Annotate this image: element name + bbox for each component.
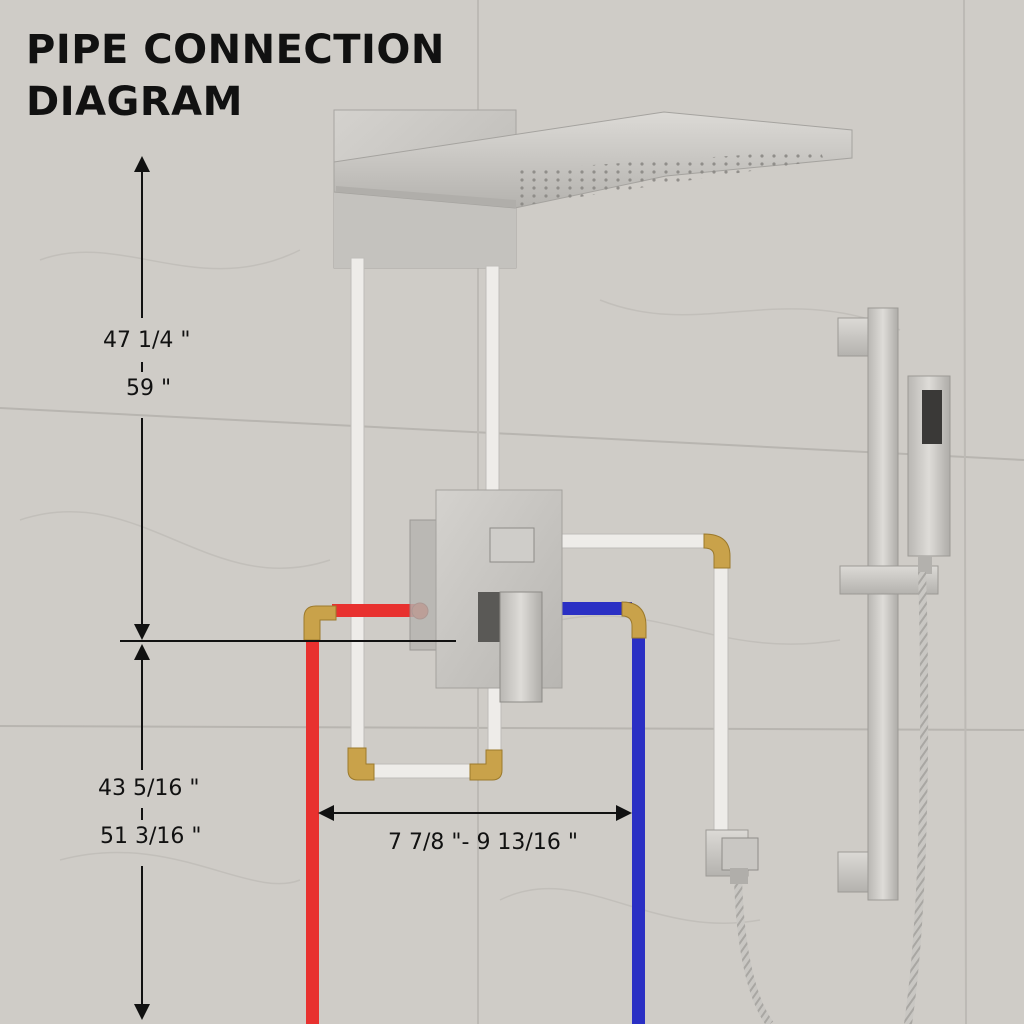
diverter-valve-icon [409,489,563,703]
wall-outlet-icon [705,829,759,884]
lower-height-min-label: 43 5/16 " [98,776,200,801]
handheld-shower-icon [907,375,951,574]
rain-shower-head-icon [333,109,853,269]
upper-height-max-label: 59 " [126,376,172,401]
title-line-2: DIAGRAM [26,79,243,125]
upper-height-min-label: 47 1/4 " [103,328,191,353]
horizontal-spacing-label: 7 7/8 "- 9 13/16 " [388,830,578,855]
page-title: PIPE CONNECTION DIAGRAM [26,24,445,128]
cold-water-pipe [562,602,645,1024]
elbow-fittings [303,533,731,781]
dimension-lines [120,156,632,1020]
slide-bar-icon [837,307,939,901]
hot-water-pipe [306,604,418,1024]
hose-icon [734,571,929,1024]
title-line-1: PIPE CONNECTION [26,27,445,73]
lower-height-max-label: 51 3/16 " [100,824,202,849]
